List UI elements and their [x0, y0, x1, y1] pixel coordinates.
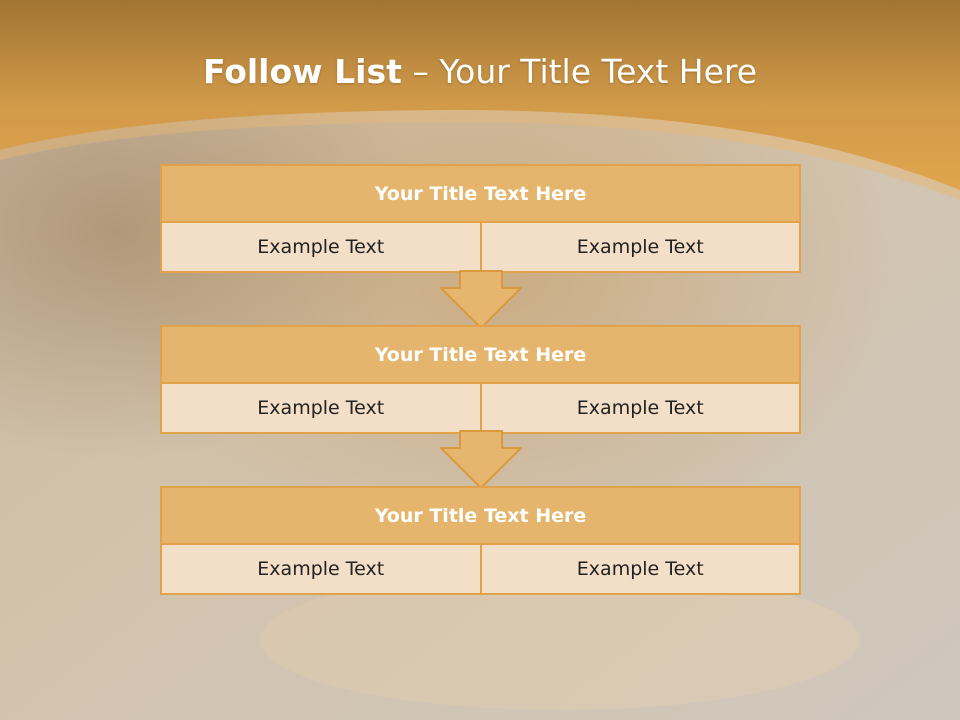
slide-title: Follow List – Your Title Text Here — [0, 52, 960, 91]
down-arrow-2 — [440, 430, 522, 489]
list-block-cell-right: Example Text — [479, 545, 800, 593]
list-block-2: Your Title Text Here Example Text Exampl… — [160, 325, 801, 434]
list-block-cell-right: Example Text — [479, 384, 800, 432]
list-block-1: Your Title Text Here Example Text Exampl… — [160, 164, 801, 273]
list-block-title: Your Title Text Here — [162, 166, 799, 223]
list-block-3: Your Title Text Here Example Text Exampl… — [160, 486, 801, 595]
list-block-cell-left: Example Text — [257, 397, 385, 419]
down-arrow-1 — [440, 270, 522, 329]
list-block-cell-left: Example Text — [257, 236, 385, 258]
list-block-title: Your Title Text Here — [162, 327, 799, 384]
list-block-cell-right: Example Text — [479, 223, 800, 271]
list-block-cell-left: Example Text — [257, 558, 385, 580]
slide-title-bold: Follow List — [202, 52, 402, 91]
list-block-title: Your Title Text Here — [162, 488, 799, 545]
slide-title-rest: – Your Title Text Here — [401, 52, 758, 91]
